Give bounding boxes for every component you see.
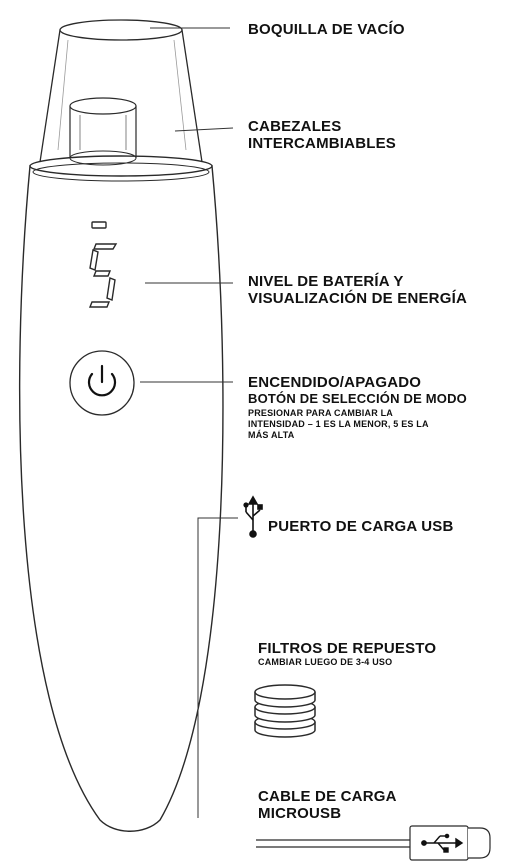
- label-power-title: ENCENDIDO/APAGADO: [248, 374, 422, 391]
- usb-icon: [243, 495, 263, 538]
- device-body: [18, 165, 224, 832]
- label-cable-line1: CABLE DE CARGA: [258, 788, 397, 805]
- label-filters: FILTROS DE REPUESTO CAMBIAR LUEGO DE 3-4…: [258, 640, 436, 668]
- label-heads-line1: CABEZALES: [248, 118, 342, 135]
- label-nozzle: BOQUILLA DE VACÍO: [248, 21, 405, 38]
- collar-ring: [29, 155, 213, 182]
- label-filters-title: FILTROS DE REPUESTO: [258, 640, 437, 657]
- label-usb-port: PUERTO DE CARGA USB: [268, 518, 454, 535]
- label-power-note-1: PRESIONAR PARA CAMBIAR LA: [248, 408, 394, 418]
- power-button[interactable]: [69, 350, 135, 416]
- label-battery-line2: VISUALIZACIÓN DE ENERGÍA: [248, 290, 467, 307]
- label-battery: NIVEL DE BATERÍA Y VISUALIZACIÓN DE ENER…: [248, 273, 467, 307]
- energy-display: [88, 221, 118, 308]
- vacuum-nozzle: [39, 19, 203, 163]
- label-cable: CABLE DE CARGA MICROUSB: [258, 788, 397, 822]
- leader-lines: [140, 27, 238, 818]
- label-heads-line2: INTERCAMBIABLES: [248, 135, 396, 152]
- label-heads: CABEZALES INTERCAMBIABLES: [248, 118, 396, 152]
- label-power-subtitle: BOTÓN DE SELECCIÓN DE MODO: [248, 391, 467, 406]
- label-filters-note: CAMBIAR LUEGO DE 3-4 USO: [258, 657, 393, 667]
- label-power: ENCENDIDO/APAGADO BOTÓN DE SELECCIÓN DE …: [248, 374, 467, 441]
- interchangeable-head: [69, 97, 137, 166]
- label-power-note-2: INTENSIDAD – 1 ES LA MENOR, 5 ES LA: [248, 419, 429, 429]
- microusb-cable-icon: [256, 825, 491, 861]
- label-cable-line2: MICROUSB: [258, 805, 342, 822]
- label-power-note-3: MÁS ALTA: [248, 430, 295, 440]
- filter-stack-icon: [254, 684, 316, 738]
- label-battery-line1: NIVEL DE BATERÍA Y: [248, 273, 404, 290]
- battery-level-bar: [91, 221, 107, 229]
- power-icon: [87, 364, 117, 397]
